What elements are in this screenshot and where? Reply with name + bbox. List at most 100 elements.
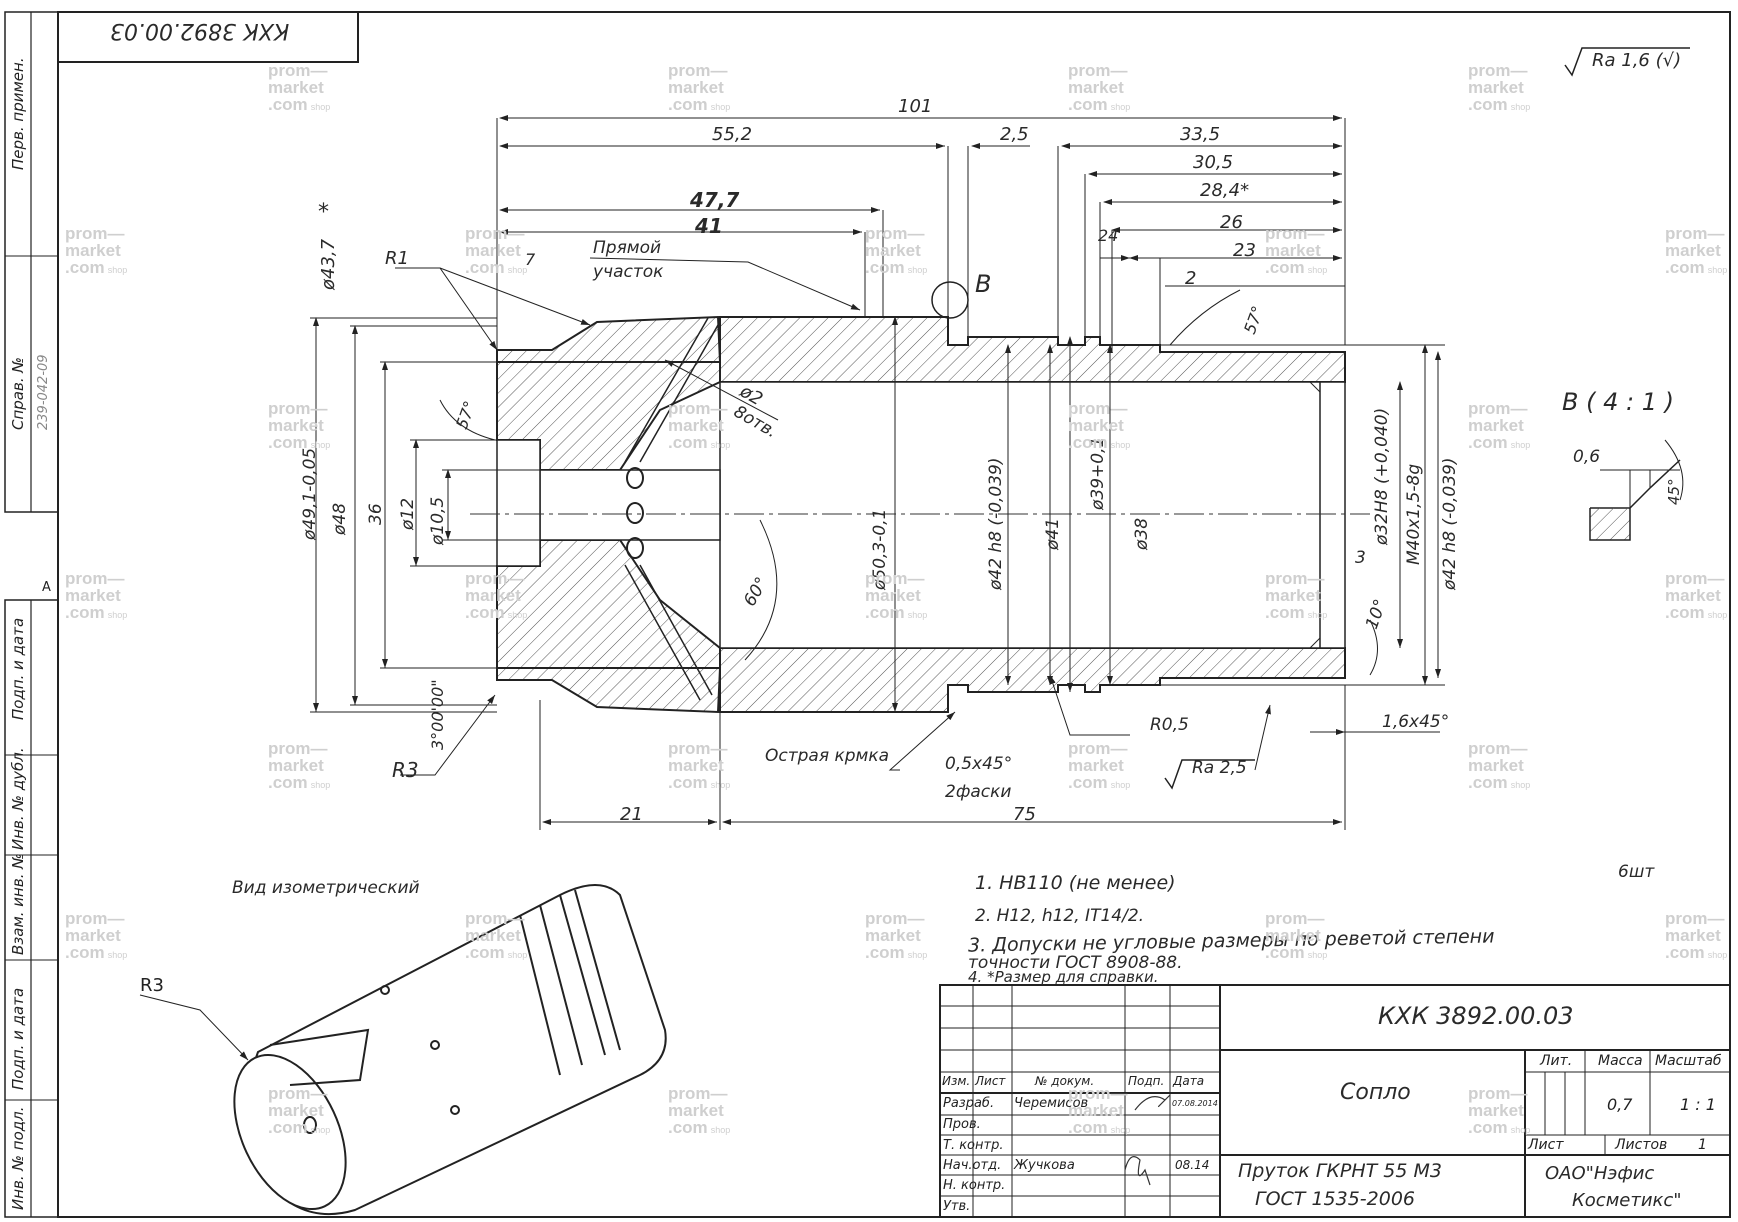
dim-3: 3 (1355, 548, 1366, 568)
view-b-title: В ( 4 : 1 ) (1562, 388, 1674, 416)
dim-26: 26 (1220, 212, 1243, 233)
note-straight-1: Прямой (593, 238, 662, 258)
dim-r3: R3 (392, 758, 419, 782)
code-mirrored: КХК 3892.00.03 (110, 18, 290, 43)
dim-2-5: 2,5 (1000, 124, 1029, 145)
tb-listov-val: 1 (1698, 1137, 1707, 1153)
tb-h-date: Дата (1173, 1074, 1205, 1088)
view-b-detail (1589, 439, 1684, 541)
leader-lines (395, 257, 1378, 776)
dim-36: 36 (366, 503, 386, 525)
dim-d41: ø41 (1043, 517, 1063, 550)
title-block-name: Сопло (1340, 1080, 1411, 1105)
strip-inv-dubl: Инв. № дубл. (9, 747, 27, 850)
strip-podp-data-1: Подп. и дата (9, 617, 27, 720)
dim-101: 101 (898, 96, 933, 117)
roughness-2-5: Ra 2,5 (1192, 758, 1247, 778)
strip-marker-a: A (42, 580, 51, 595)
title-block-code: КХК 3892.00.03 (1378, 1002, 1574, 1030)
dim-2: 2 (1185, 268, 1197, 289)
note-4: 4. *Размер для справки. (968, 968, 1159, 986)
view-b-marker: В (975, 270, 992, 298)
strip-vzam-inv: Взам. инв. № (9, 853, 27, 955)
tb-prov: Пров. (943, 1117, 981, 1132)
sheet-frame (4, 11, 1731, 1218)
title-block (939, 984, 1731, 1218)
tb-h-podp: Подп. (1128, 1074, 1165, 1088)
view-b-dim-0-6: 0,6 (1573, 447, 1601, 467)
tb-massa: Масса (1598, 1053, 1643, 1069)
dim-23: 23 (1233, 240, 1256, 261)
strip-perv-primen: Перв. примен. (9, 57, 27, 170)
dim-75: 75 (1013, 804, 1036, 825)
dim-d12: ø12 (398, 497, 418, 530)
dim-d49-1: ø49,1-0,05 (300, 447, 320, 540)
dim-d10-5: ø10,5 (428, 496, 448, 545)
dim-m40: M40x1,5-8g (1404, 463, 1424, 565)
angle-3deg: 3°00'00" (428, 679, 447, 750)
company-line-2: Косметикс" (1572, 1190, 1682, 1211)
tb-nachotd-name: Жучкова (1014, 1158, 1075, 1173)
dim-d32h8: ø32H8 (+0,040) (1372, 407, 1392, 545)
tb-list: Лист (1528, 1137, 1564, 1153)
tb-massa-val: 0,7 (1607, 1095, 1633, 1114)
dim-d42h8-b: ø42 h8 (-0,039) (1440, 457, 1460, 591)
chamfer-0-5: 0,5x45° (945, 754, 1013, 774)
iso-view-title: Вид изометрический (232, 878, 420, 898)
dim-d42h8-a: ø42 h8 (-0,039) (986, 457, 1006, 591)
strip-sprav-no: Справ. № (9, 357, 27, 430)
tb-nachotd-date: 08.14 (1175, 1158, 1210, 1172)
nozzle-section (470, 281, 1370, 714)
tb-razrab-date: 07.08.2014 (1172, 1099, 1218, 1108)
tb-razrab-name: Черемисов (1014, 1096, 1089, 1111)
note-sharp-edge: Острая крмка (765, 746, 890, 766)
dim-d48: ø48 (330, 502, 350, 535)
tb-h-izm: Изм. (942, 1074, 971, 1088)
dim-d43-7: ø43,7 (318, 238, 339, 290)
material-line-2: ГОСТ 1535-2006 (1255, 1188, 1416, 1210)
tb-nkontr: Н. контр. (943, 1178, 1006, 1193)
note-two-chamfers: 2фаски (945, 782, 1012, 802)
note-straight-2: участок (593, 262, 664, 282)
strip-inv-podl: Инв. № подл. (9, 1106, 27, 1210)
tb-utv: Утв. (943, 1199, 971, 1214)
tb-nachotd: Нач.отд. (943, 1158, 1002, 1173)
tb-lit: Лит. (1540, 1053, 1573, 1069)
material-line-1: Пруток ГКРНТ 55 М3 (1238, 1160, 1442, 1182)
signatures (1124, 1094, 1171, 1186)
dim-28-4: 28,4* (1200, 180, 1250, 201)
dim-d38: ø38 (1132, 517, 1152, 550)
dim-33-5: 33,5 (1180, 124, 1221, 145)
strip-podp-data-2: Подп. и дата (9, 987, 27, 1090)
note-2: 2. H12, h12, IT14/2. (975, 906, 1145, 926)
quantity-note: 6шт (1618, 862, 1655, 882)
tb-razrab: Разраб. (943, 1096, 995, 1111)
tb-masshtab-val: 1 : 1 (1680, 1095, 1716, 1114)
tb-listov: Листов (1615, 1137, 1668, 1153)
dim-star: * (318, 200, 329, 225)
dim-30-5: 30,5 (1193, 152, 1234, 173)
